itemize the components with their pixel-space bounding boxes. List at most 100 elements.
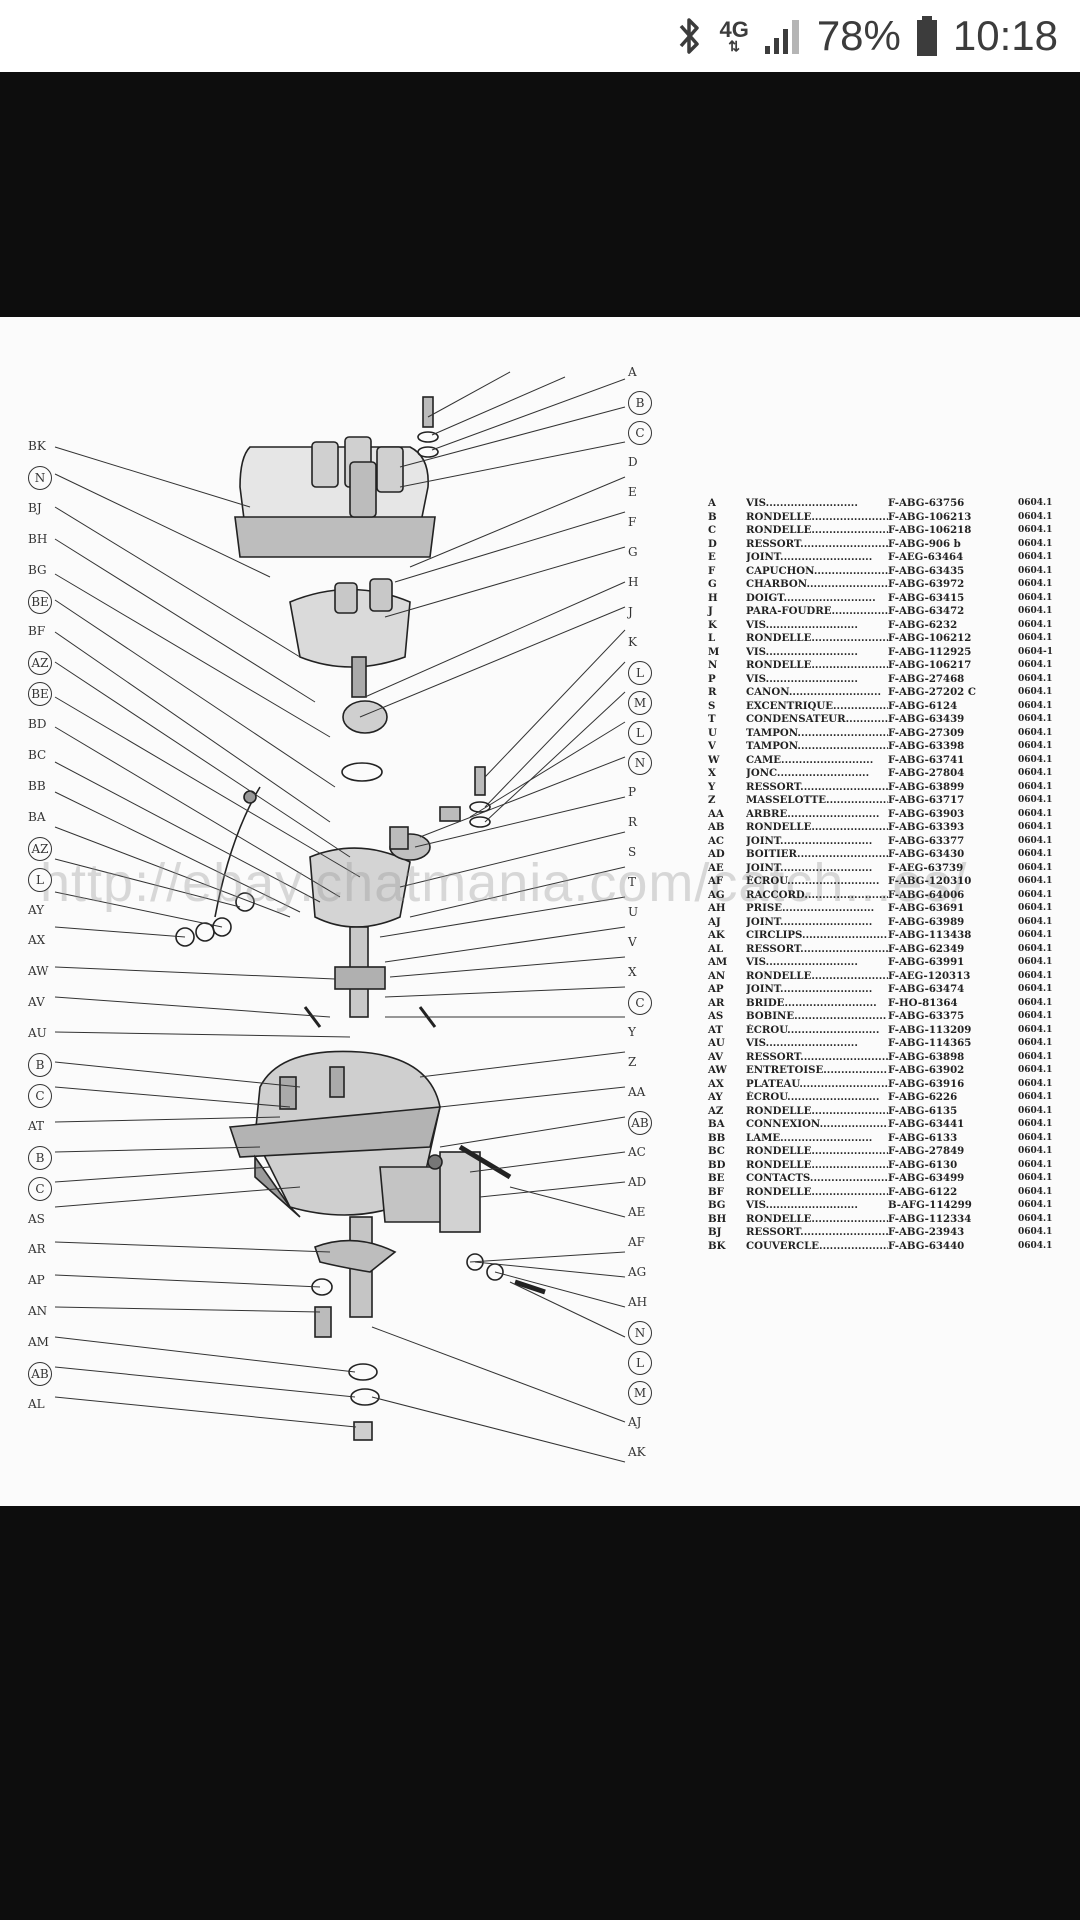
legend-grp: 0604.1 <box>1018 727 1053 738</box>
legend-ref: F-ABG-906 b <box>888 537 961 550</box>
legend-ref: F-ABG-63916 <box>888 1077 965 1090</box>
legend-code: AM <box>708 956 728 968</box>
legend-ref: F-AEG-120313 <box>888 969 971 982</box>
legend-ref: F-ABG-63898 <box>888 1050 965 1063</box>
legend-code: AT <box>708 1023 723 1036</box>
legend-grp: 0604.1 <box>1018 1038 1053 1048</box>
legend-code: Z <box>708 794 716 806</box>
legend-row: FCAPUCHON..........................F-ABG… <box>708 565 1066 579</box>
legend-ref: F-ABG-112334 <box>888 1212 972 1225</box>
legend-name: RONDELLE.......................... <box>746 821 888 833</box>
legend-grp: 0604.1 <box>1018 606 1053 616</box>
legend-name: PARA-FOUDRE.......................... <box>746 605 888 617</box>
legend-code: BB <box>708 1131 726 1144</box>
legend-name: RONDELLE.......................... <box>746 632 888 644</box>
legend-code: BJ <box>708 1226 722 1238</box>
legend-grp: 0604.1 <box>1018 579 1053 589</box>
legend-grp: 0604.1 <box>1018 808 1053 819</box>
legend-ref: F-ABG-63439 <box>888 713 965 725</box>
legend-name: VIS.......................... <box>746 618 858 631</box>
legend-ref: F-ABG-63989 <box>888 915 965 928</box>
legend-grp: 0604.1 <box>1018 538 1053 549</box>
legend-code: BD <box>708 1158 726 1171</box>
legend-grp: 0604.1 <box>1018 903 1053 913</box>
legend-ref: F-ABG-62349 <box>888 942 965 955</box>
legend-grp: 0604.1 <box>1018 943 1053 954</box>
legend-code: AY <box>708 1091 723 1103</box>
legend-row: SEXCENTRIQUE..........................F-… <box>708 700 1066 714</box>
legend-code: AK <box>708 929 725 941</box>
legend-grp: 0604.1 <box>1018 1240 1053 1251</box>
legend-code: M <box>708 645 720 658</box>
legend-code: A <box>708 497 716 509</box>
legend-grp: 0604.1 <box>1018 1078 1053 1089</box>
legend-name: CAPUCHON.......................... <box>746 564 888 577</box>
legend-name: JOINT.......................... <box>746 983 873 995</box>
legend-row: ZMASSELOTTE..........................F-A… <box>708 794 1066 808</box>
legend-ref: F-ABG-64006 <box>888 888 965 901</box>
legend-name: RONDELLE.......................... <box>746 659 888 671</box>
legend-name: RONDELLE.......................... <box>746 510 888 523</box>
legend-name: VIS.......................... <box>746 672 858 685</box>
battery-percent: 78% <box>816 12 901 59</box>
legend-code: AC <box>708 834 725 847</box>
legend-name: TAMPON.......................... <box>746 726 888 739</box>
bluetooth-icon <box>680 18 700 54</box>
legend-name: ARBRE.......................... <box>746 807 880 820</box>
legend-grp: 0604.1 <box>1018 1132 1053 1143</box>
legend-ref: F-ABG-63377 <box>888 834 965 847</box>
legend-grp: 0604.1 <box>1018 1011 1053 1021</box>
viewer-background-bottom[interactable] <box>0 1506 1080 1920</box>
legend-grp: 0604.1 <box>1018 714 1053 724</box>
legend-ref: F-ABG-63756 <box>888 497 965 509</box>
viewer-background-top[interactable] <box>0 72 1080 317</box>
legend-code: AN <box>708 969 726 982</box>
legend-ref: F-ABG-6226 <box>888 1091 958 1103</box>
legend-name: CANON.......................... <box>746 686 882 698</box>
legend-code: AX <box>708 1077 724 1090</box>
legend-ref: F-ABG-6133 <box>888 1131 958 1144</box>
legend-ref: F-ABG-106218 <box>888 524 972 536</box>
legend-grp: 0604.1 <box>1018 768 1053 778</box>
legend-name: CHARBON.......................... <box>746 578 888 590</box>
legend-code: BE <box>708 1172 725 1184</box>
legend-code: X <box>708 767 716 779</box>
legend-name: RONDELLE.......................... <box>746 1145 888 1157</box>
legend-name: ÉCROU.......................... <box>746 875 880 887</box>
legend-grp: 0604.1 <box>1018 849 1053 859</box>
legend-ref: F-AEG-63464 <box>888 551 964 563</box>
legend-ref: F-ABG-63499 <box>888 1172 965 1184</box>
legend-name: RESSORT.......................... <box>746 1050 888 1063</box>
legend-code: BG <box>708 1199 726 1211</box>
legend-ref: F-ABG-112925 <box>888 645 972 658</box>
legend-name: VIS.......................... <box>746 956 858 968</box>
legend-name: TAMPON.......................... <box>746 740 888 752</box>
legend-ref: F-ABG-63474 <box>888 983 965 995</box>
legend-ref: F-ABG-63991 <box>888 956 965 968</box>
legend-ref: F-ABG-6122 <box>888 1185 958 1198</box>
legend-ref: F-ABG-63903 <box>888 807 965 820</box>
legend-grp: 0604.1 <box>1018 781 1053 792</box>
legend-code: AD <box>708 848 725 860</box>
